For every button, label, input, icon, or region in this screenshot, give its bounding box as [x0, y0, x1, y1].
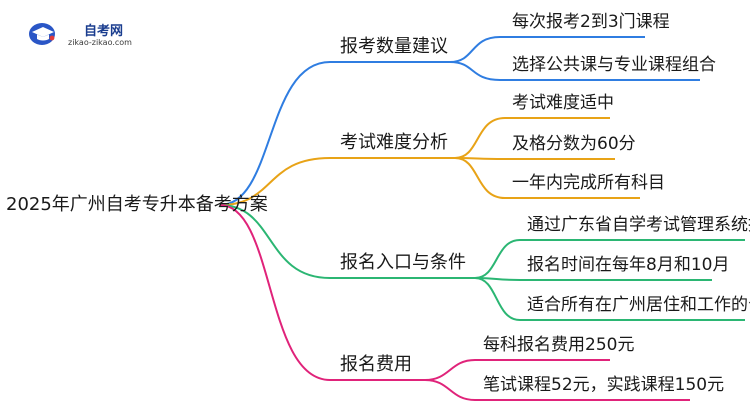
connector-branch-4-leaf-2: [424, 379, 476, 401]
leaf-4-2: 笔试课程52元，实践课程150元: [483, 375, 725, 395]
leaf-2-3: 一年内完成所有科目: [512, 173, 665, 193]
logo-title: 自考网: [84, 24, 124, 39]
site-logo: 自考网 zikao-zikao.com: [28, 18, 148, 52]
leaf-1-1: 每次报考2到3门课程: [512, 12, 670, 32]
leaf-1-2: 选择公共课与专业课程组合: [512, 55, 716, 75]
graduation-cap-icon: [29, 23, 55, 45]
connector-root-branch-2: [219, 157, 331, 206]
leaf-2-1: 考试难度适中: [512, 93, 614, 113]
connector-branch-2-leaf-1: [454, 117, 506, 159]
branch-1-label: 报考数量建议: [340, 36, 448, 57]
connector-branch-1-leaf-1: [449, 36, 501, 63]
connector-branch-3-leaf-1: [474, 239, 521, 279]
connector-branch-2-leaf-3: [454, 157, 506, 199]
branch-4-label: 报名费用: [340, 354, 412, 375]
logo-url: zikao-zikao.com: [68, 38, 132, 47]
branch-3-label: 报名入口与条件: [340, 252, 466, 273]
leaf-4-1: 每科报名费用250元: [483, 335, 635, 355]
leaf-3-3: 适合所有在广州居住和工作的公民: [527, 295, 750, 315]
leaf-3-2: 报名时间在每年8月和10月: [527, 255, 730, 275]
branch-2-label: 考试难度分析: [340, 132, 448, 153]
root-node: 2025年广州自考专升本备考方案: [6, 194, 268, 215]
connector-root-branch-3: [219, 204, 331, 279]
connector-branch-4-leaf-1: [424, 359, 476, 381]
connector-root-branch-4: [219, 204, 331, 381]
leaf-2-2: 及格分数为60分: [512, 134, 636, 154]
connector-branch-3-leaf-3: [474, 277, 521, 321]
connector-root-branch-1: [219, 61, 331, 206]
connector-branch-1-leaf-2: [449, 61, 501, 81]
